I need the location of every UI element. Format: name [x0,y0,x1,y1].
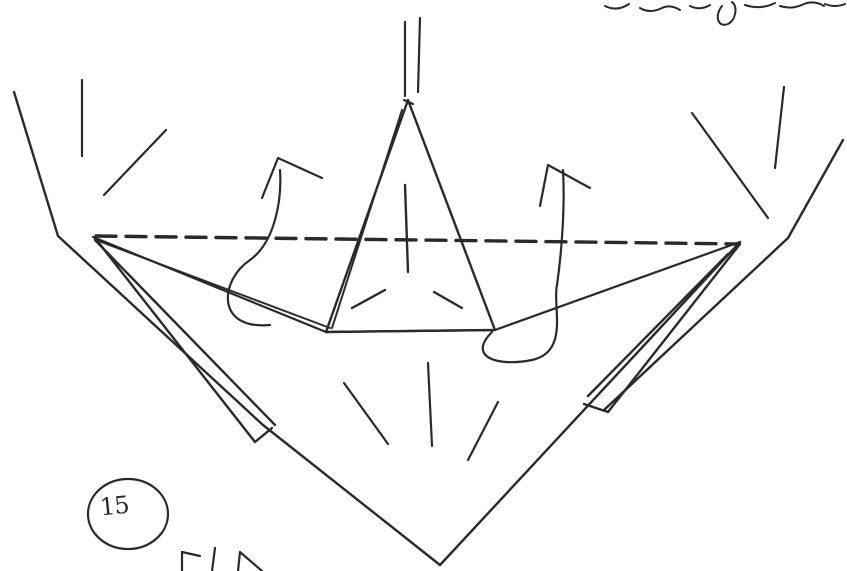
cropped-handwriting-bottom [182,548,262,571]
valley-fold-line [96,236,738,244]
outer-outline [14,92,843,565]
folded-flaps [93,237,740,332]
cropped-handwriting [605,2,845,25]
fold-arrow-right [483,165,590,362]
push-arrows [82,80,784,460]
central-triangle [326,18,495,332]
fold-arrow-left [228,158,322,325]
step-number: 15 [99,491,130,522]
